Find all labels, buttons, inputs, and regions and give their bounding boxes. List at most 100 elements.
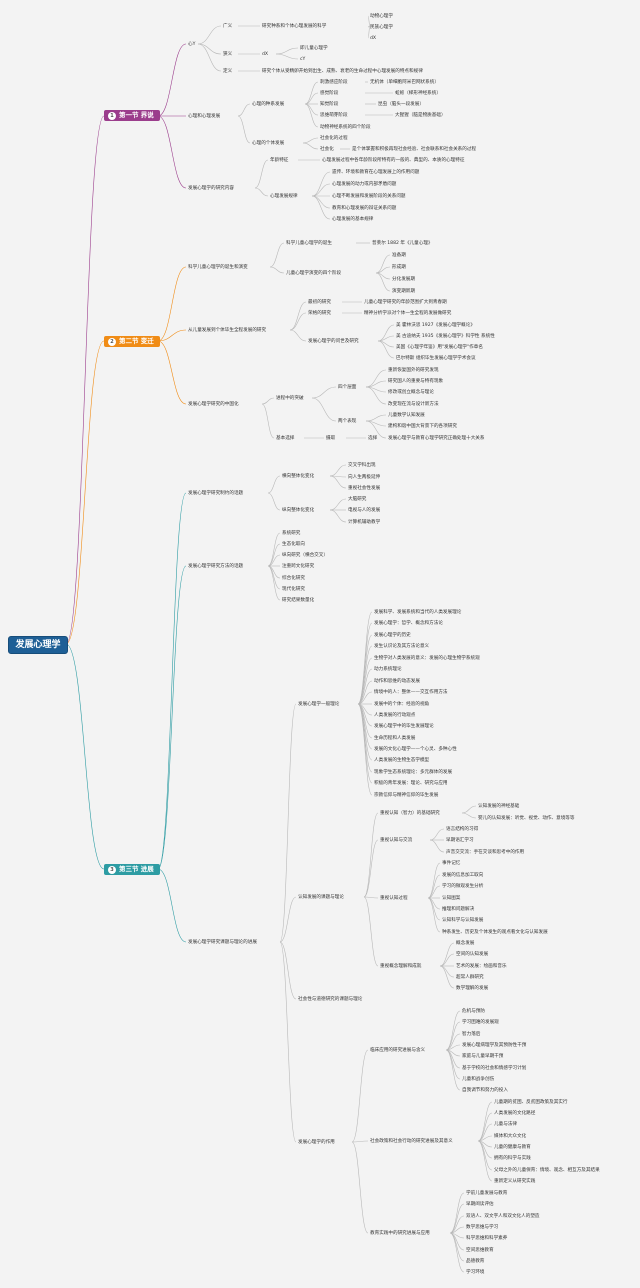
topic-node[interactable]: 拥有的科学与实践 (494, 1155, 531, 1161)
topic-node[interactable]: 语言结构的习得 (446, 826, 479, 832)
topic-node[interactable]: dX (262, 51, 269, 57)
topic-node[interactable]: 艺术的发展：绘画和音乐 (456, 963, 507, 969)
topic-node[interactable]: 重视认知过程 (380, 895, 408, 901)
topic-node[interactable]: 动物神经系统的四个阶段 (320, 124, 371, 130)
topic-node[interactable]: 重新定义从研究实践 (494, 1178, 536, 1184)
topic-node[interactable]: 计算机辅助教学 (348, 519, 381, 525)
topic-node[interactable]: 人类发展的文化路径 (494, 1110, 536, 1116)
topic-node[interactable]: 媒体和大众文化 (494, 1133, 527, 1139)
topic-node[interactable]: 心理发展的动力或内部矛盾问题 (332, 181, 397, 187)
topic-node[interactable]: 生态化取向 (282, 541, 305, 547)
topic-node[interactable]: 空间的认知发展 (456, 951, 489, 957)
topic-node[interactable]: 荣格的研究 (308, 310, 331, 316)
topic-node[interactable]: 大脑研究 (348, 496, 367, 502)
topic-node[interactable]: 发展心理学一般理论 (298, 701, 340, 707)
topic-node[interactable]: 情境中的人：整体——交互作用方法 (374, 689, 448, 695)
topic-node[interactable]: 美国《心理学年鉴》用"发展心理学"作章名 (396, 344, 483, 350)
topic-node[interactable]: 科学儿童心理学的诞生和演变 (188, 264, 248, 270)
topic-node[interactable]: 现代化研究 (282, 586, 305, 592)
topic-node[interactable]: 生命历程和人类发展 (374, 735, 416, 741)
topic-node[interactable]: 重新恢复国外的研究发现 (388, 367, 439, 373)
topic-node[interactable]: 美 古迪纳夫 1935《发展心理学》科学性 系统性 (396, 333, 495, 339)
topic-node[interactable]: 两个表现 (338, 418, 357, 424)
topic-node[interactable]: 科学思维和科学素养 (466, 1235, 508, 1241)
topic-node[interactable]: 蚯蚓（梯形神经系统） (395, 90, 441, 96)
topic-node[interactable]: 发展心理学的历史 (374, 632, 411, 638)
topic-node[interactable]: 发展心理学与教育心理学研究正确处理十大关系 (388, 435, 485, 441)
topic-node[interactable]: 儿童期的贫困、反贫困政策及其实行 (494, 1099, 568, 1105)
topic-node[interactable]: 学习的微观发生分析 (442, 883, 484, 889)
topic-node[interactable]: 发展心理学中的毕生发展理论 (374, 723, 434, 729)
topic-node[interactable]: 双语人、双文字人和双文化人的塑造 (466, 1213, 540, 1219)
topic-node[interactable]: 纵向研究（横合交叉） (282, 552, 328, 558)
topic-node[interactable]: 生物学对人类发展的意义：发展的心理生物学系统观 (374, 655, 480, 661)
topic-node[interactable]: 研究结果数量化 (282, 597, 315, 603)
topic-node[interactable]: 心理的个体发展 (252, 140, 285, 146)
topic-node[interactable]: 动作和思维的动态发展 (374, 678, 420, 684)
topic-node[interactable]: 思维萌芽阶段 (320, 112, 348, 118)
topic-node[interactable]: 心理和心理发展 (188, 113, 221, 119)
topic-node[interactable]: 美 霍林沃思 1927《发展心理学概论》 (396, 322, 475, 328)
topic-node[interactable]: 儿童的健康与教育 (494, 1144, 531, 1150)
topic-node[interactable]: 分化发展期 (392, 276, 415, 282)
topic-node[interactable]: 电视与人的发展 (348, 507, 381, 513)
topic-node[interactable]: 巴尔特斯 组织毕生发展心理学学术会议 (396, 355, 476, 361)
topic-node[interactable]: 父母之外的儿童保育：情境、观念、相互方及其结果 (494, 1167, 600, 1173)
topic-node[interactable]: 儿童心理学演变的四个阶段 (286, 270, 342, 276)
topic-node[interactable]: 自我调节和努力的投入 (462, 1087, 508, 1093)
topic-node[interactable]: 儿童和战争创伤 (462, 1076, 495, 1082)
topic-node[interactable]: 心理发展的基本规律 (332, 216, 374, 222)
topic-node[interactable]: 发生认识论及其方法论意义 (374, 643, 430, 649)
topic-node[interactable]: 动物心理学 (370, 13, 393, 19)
topic-node[interactable]: 发展心理学研究方法的话题 (188, 563, 244, 569)
topic-node[interactable]: 即儿童心理学 (300, 45, 328, 51)
topic-node[interactable]: 社会政策和社会行动的研究进展及其意义 (370, 1138, 453, 1144)
topic-node[interactable]: 选择 (368, 435, 378, 441)
topic-node[interactable]: 刺激感应阶段 (320, 79, 348, 85)
topic-node[interactable]: 心理不断发展和发展阶段的关系问题 (332, 193, 406, 199)
topic-node[interactable]: 重视社会性发展 (348, 485, 381, 491)
topic-node[interactable]: 狭义 (223, 51, 233, 57)
topic-node[interactable]: 发展心理病理学及其预防性干预 (462, 1042, 527, 1048)
topic-node[interactable]: 无机体（单细胞阿米巴网状系统） (370, 79, 439, 85)
topic-node[interactable]: 修改或创立概念与理论 (388, 389, 434, 395)
topic-node[interactable]: 社会化 (320, 146, 334, 152)
topic-node[interactable]: 认知发展的神经基础 (478, 803, 520, 809)
topic-node[interactable]: 学习环境 (466, 1269, 485, 1275)
topic-node[interactable]: 声音交交流：手在交谈和思考中的作用 (446, 849, 525, 855)
topic-node[interactable]: 学习困难的发展观 (462, 1019, 499, 1025)
topic-node[interactable]: 形成期 (392, 264, 406, 270)
topic-node[interactable]: 动力系统理论 (374, 666, 402, 672)
topic-node[interactable]: 发展心理学的作用 (298, 1139, 335, 1145)
topic-node[interactable]: 最初的研究 (308, 299, 331, 305)
topic-node[interactable]: 精神分析学派对个体一生全程的发展做研究 (364, 310, 452, 316)
topic-node[interactable]: 改变现在流与设计新方法 (388, 401, 439, 407)
topic-node[interactable]: 空间思维教育 (466, 1247, 494, 1253)
topic-node[interactable]: 儿童心理学研究的年龄范围扩大到青春期 (364, 299, 447, 305)
topic-node[interactable]: 儿童与法律 (494, 1121, 517, 1127)
topic-node[interactable]: 交叉学科出现 (348, 462, 376, 468)
topic-node[interactable]: 儿童数学认知发展 (388, 412, 425, 418)
topic-node[interactable]: 智力落后 (462, 1031, 481, 1037)
topic-node[interactable]: 研究国人的重要与特有现象 (388, 378, 444, 384)
topic-node[interactable]: 发展心理学的研究内容 (188, 185, 234, 191)
topic-node[interactable]: 建构和谐中国大背景下的各项研究 (388, 423, 457, 429)
topic-node[interactable]: 宗教信仰与精神信仰的毕生发展 (374, 792, 439, 798)
topic-node[interactable]: 向人生两极延伸 (348, 474, 381, 480)
topic-node[interactable]: 认知科学与认知发展 (442, 917, 484, 923)
topic-node[interactable]: 早期阅读评估 (466, 1201, 494, 1207)
topic-node[interactable]: 昆虫（脑头一段发展） (378, 101, 424, 107)
topic-node[interactable]: 科学儿童心理学的诞生 (286, 240, 332, 246)
topic-node[interactable]: 系统研究 (282, 530, 301, 536)
topic-node[interactable]: 发展的文化心理学——个心灵、多种心性 (374, 746, 457, 752)
topic-node[interactable]: 研究种系和个体心理发展的科学 (262, 23, 327, 29)
topic-node[interactable]: 遗传、环境和教育在心理发展上的作用问题 (332, 169, 420, 175)
root-topic[interactable]: 发展心理学 (8, 636, 68, 654)
topic-node[interactable]: 发展科学、发展系统和当代的人类发展理论 (374, 609, 462, 615)
topic-node[interactable]: 心理的种系发展 (252, 101, 285, 107)
topic-node[interactable]: 进程中的突破 (276, 395, 304, 401)
topic-node[interactable]: 研究个体从受精卵开始到出生、成熟、衰老的生命过程中心理发展的特点和规律 (262, 68, 423, 74)
topic-node[interactable]: 事件记忆 (442, 860, 461, 866)
